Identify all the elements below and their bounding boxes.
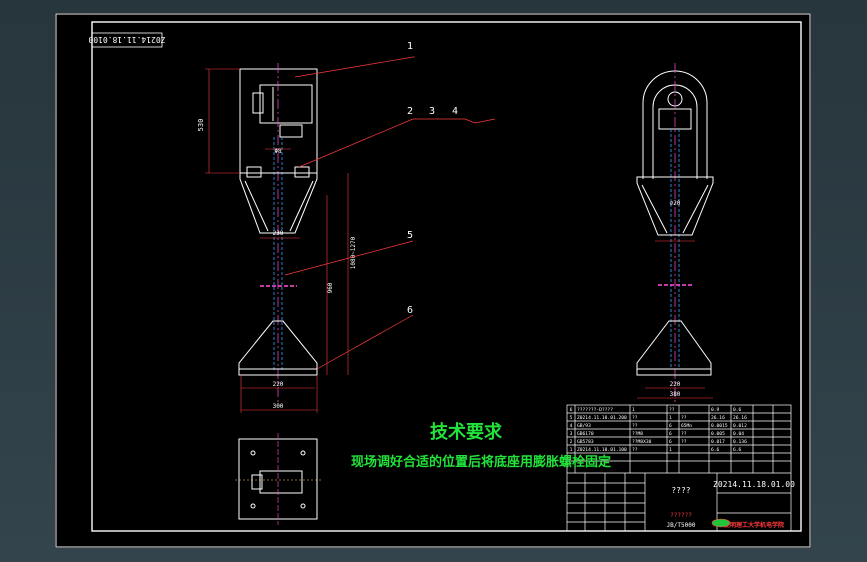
bom-cell: 26.16 <box>733 415 747 421</box>
bom-cell: 1 <box>669 447 672 453</box>
bom-cell: ??M8X30 <box>632 439 652 445</box>
bom-cell: 0.9 <box>711 407 720 413</box>
bom-cell: 2 <box>570 439 573 445</box>
bom-cell: ?? <box>632 447 638 453</box>
outer-border <box>55 13 811 548</box>
corner-label: Z0214.11.18.0100 <box>88 35 165 44</box>
bom-cell: 26.16 <box>711 415 725 421</box>
bom-cell: 6 <box>570 407 573 413</box>
side-view <box>636 63 714 403</box>
company-logo-icon <box>711 518 731 528</box>
title-block <box>566 404 792 532</box>
bom-cell: GB6170 <box>577 431 594 437</box>
bom-cell: 0.0015 <box>711 423 728 429</box>
front-view <box>238 63 318 403</box>
balloon-3: 3 <box>429 106 435 117</box>
bom-cell: 4 <box>570 423 573 429</box>
balloon-4: 4 <box>452 106 458 117</box>
bom-table: 6 ???????-D???? 1?? 0.9 0.6 5 Z0214.11.18.01.2… <box>570 407 747 453</box>
bom-cell: ?? <box>632 415 638 421</box>
bom-cell: 65Mn <box>681 423 692 429</box>
drawing-canvas: Z0214.11.18.0100 <box>55 13 811 548</box>
bom-cell: 6.6 <box>711 447 720 453</box>
balloon-5: 5 <box>407 230 413 241</box>
bom-cell: 1 <box>632 407 635 413</box>
bom-cell: ???????-D???? <box>577 407 613 413</box>
dim-cone-width: 230 <box>273 230 284 237</box>
company-name: 昆明理工大学机电学院 <box>724 521 784 529</box>
balloon-6: 6 <box>407 305 413 316</box>
dim-lower-height: 960 <box>327 282 334 293</box>
bom-cell: Z0214.11.18.01.200 <box>577 415 627 421</box>
dim-base-outer: 300 <box>273 403 284 410</box>
bom-cell: 6 <box>669 439 672 445</box>
side-dimensions <box>637 240 713 399</box>
bom-cell: ?? <box>681 431 687 437</box>
dim-shaft-dia: Φ8 <box>274 148 282 155</box>
bom-cell: 0.6 <box>733 407 742 413</box>
top-view <box>235 433 323 525</box>
corner-label-box <box>91 32 163 48</box>
bom-cell: Z0214.11.18.01.100 <box>577 447 627 453</box>
bom-cell: 0.005 <box>711 431 725 437</box>
inner-frame <box>91 21 802 532</box>
bom-cell: 5 <box>570 415 573 421</box>
bom-cell: ?? <box>681 415 687 421</box>
dim-side-base-outer: 380 <box>670 391 681 398</box>
drawing-number: Z0214.11.18.01.00 <box>713 480 795 489</box>
drawing-sheet: Z0214.11.18.0100 <box>55 13 811 548</box>
requirements-title: 技术要求 <box>430 422 502 443</box>
dim-side-cone: ∅20 <box>670 200 681 207</box>
bom-cell: ??M8 <box>632 431 643 437</box>
balloon-1: 1 <box>407 41 413 52</box>
bom-cell: 6 <box>669 431 672 437</box>
bom-cell: 6 <box>669 423 672 429</box>
bom-cell: 0.136 <box>733 439 747 445</box>
bom-cell: 1 <box>669 415 672 421</box>
bom-cell: 6.6 <box>733 447 742 453</box>
dim-base-inner: 220 <box>273 381 284 388</box>
bom-cell: GB/93 <box>577 423 591 429</box>
bom-cell: 1 <box>570 447 573 453</box>
motor-body <box>259 84 313 124</box>
dim-shaft-range: 1080~1270 <box>350 236 357 269</box>
front-dimensions <box>205 68 349 413</box>
standard: JB/T5000 <box>667 522 696 529</box>
bom-cell: GB5783 <box>577 439 594 445</box>
bom-cell: 3 <box>570 431 573 437</box>
leaders <box>284 56 496 370</box>
bom-cell: 0.04 <box>733 431 744 437</box>
material: ?????? <box>670 512 692 519</box>
bom-cell: 0.017 <box>711 439 725 445</box>
balloon-2: 2 <box>407 106 413 117</box>
upper-cone <box>239 172 318 234</box>
bom-cell: ?? <box>632 423 638 429</box>
bom-cell: ?? <box>669 407 675 413</box>
bom-cell: 0.012 <box>733 423 747 429</box>
dim-motor-height: 530 <box>197 119 205 132</box>
requirements-text: 现场调好合适的位置后将底座用膨胀螺栓固定 <box>351 455 612 470</box>
part-name: ???? <box>671 486 690 495</box>
bom-cell: ?? <box>681 439 687 445</box>
dim-side-base-inner: 220 <box>670 381 681 388</box>
